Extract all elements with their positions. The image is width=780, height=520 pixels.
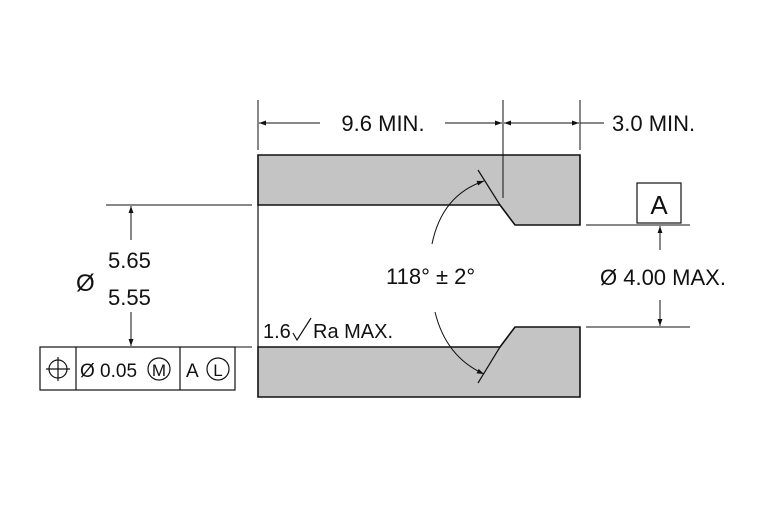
hole-dia-label: Ø 4.00 MAX. bbox=[600, 265, 726, 290]
counterbore-label: 3.0 MIN. bbox=[612, 111, 695, 136]
datum-box bbox=[636, 182, 682, 224]
mmc-circle bbox=[147, 357, 171, 381]
bore-upper-limit: 5.65 bbox=[108, 248, 151, 273]
fcf-datum-ref: A bbox=[186, 361, 199, 382]
angle-dimension: 118° ± 2° bbox=[386, 169, 501, 384]
length-dimension: 9.6 MIN. bbox=[257, 100, 581, 198]
lmc-circle bbox=[206, 357, 230, 381]
angle-arc-lower bbox=[434, 311, 485, 375]
upper-wall bbox=[257, 154, 581, 226]
datum-letter: A bbox=[650, 190, 668, 220]
hole-diameter-dimension: Ø 4.00 MAX. bbox=[586, 224, 726, 328]
surface-finish-callout: 1.6 Ra MAX. bbox=[263, 317, 393, 343]
length-label: 9.6 MIN. bbox=[341, 111, 424, 136]
angle-ext-upper bbox=[477, 169, 501, 206]
fcf-outline bbox=[39, 346, 236, 391]
surface-finish-note: Ra MAX. bbox=[313, 321, 393, 343]
angle-arc-upper bbox=[431, 180, 485, 245]
fcf-tolerance: Ø 0.05 bbox=[80, 361, 137, 382]
lower-wall bbox=[257, 326, 581, 398]
position-icon bbox=[46, 357, 70, 381]
bore-dia-symbol: Ø bbox=[76, 270, 95, 297]
surface-finish-value: 1.6 bbox=[263, 321, 291, 343]
bore-lower-limit: 5.55 bbox=[108, 285, 151, 310]
part-section bbox=[257, 154, 581, 398]
bore-diameter-dimension: Ø 5.65 5.55 bbox=[76, 204, 252, 348]
fcf-datum-modifier: L bbox=[213, 361, 222, 380]
feature-control-frame: Ø 0.05 M A L bbox=[39, 346, 236, 391]
datum-feature-symbol: A bbox=[636, 182, 682, 224]
angle-label: 118° ± 2° bbox=[386, 264, 475, 289]
angle-ext-lower bbox=[477, 346, 501, 384]
fcf-tol-modifier: M bbox=[152, 361, 166, 380]
surface-finish-symbol bbox=[292, 317, 312, 342]
counterbore-dimension: 3.0 MIN. bbox=[504, 111, 695, 136]
